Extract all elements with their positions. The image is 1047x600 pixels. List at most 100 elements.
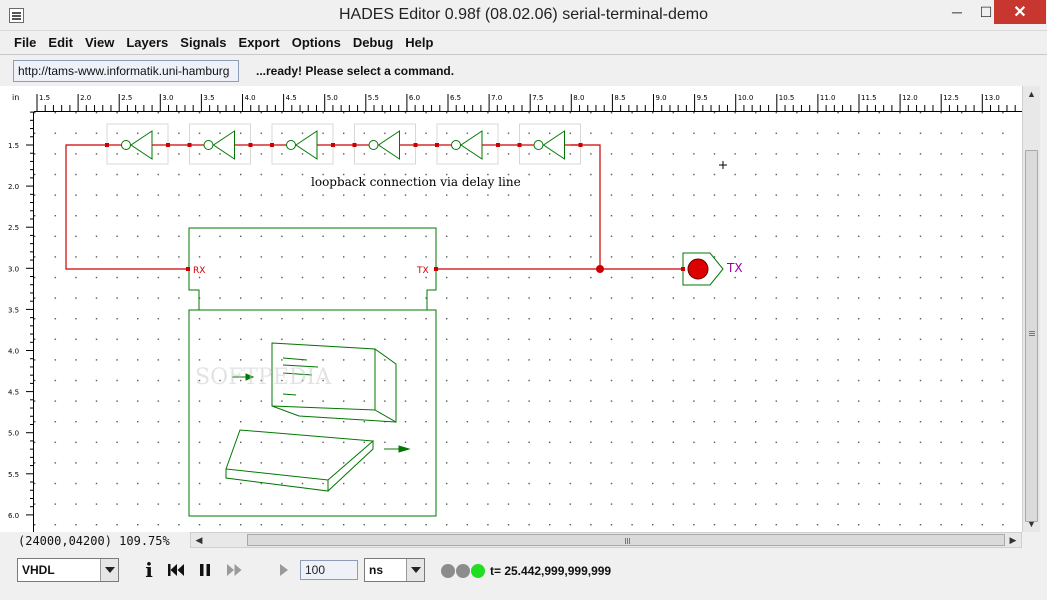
play-icon bbox=[280, 564, 288, 576]
watermark: SOFTPEDIA bbox=[195, 365, 332, 390]
menu-signals[interactable]: Signals bbox=[180, 34, 227, 50]
ruler-tick-label: 1.5 bbox=[39, 94, 50, 102]
window-title: HADES Editor 0.98f (08.02.06) serial-ter… bbox=[338, 6, 709, 23]
rx-label: RX bbox=[193, 266, 205, 276]
ruler-tick-label: 10.0 bbox=[738, 94, 754, 102]
menu-view[interactable]: View bbox=[84, 34, 115, 50]
wire-loopback-right bbox=[571, 144, 601, 269]
rx-pin[interactable] bbox=[186, 267, 190, 271]
pin[interactable] bbox=[270, 143, 274, 147]
annotation-text: loopback connection via delay line bbox=[311, 175, 521, 189]
menu-bar: File Edit View Layers Signals Export Opt… bbox=[0, 31, 1047, 54]
input-arrow-icon bbox=[232, 373, 255, 381]
vertical-scroll-thumb[interactable] bbox=[1025, 150, 1038, 522]
ruler-tick-label: 9.0 bbox=[656, 94, 667, 102]
status-led-gray-1 bbox=[441, 564, 455, 578]
menu-export[interactable]: Export bbox=[238, 34, 280, 50]
menu-debug[interactable]: Debug bbox=[352, 34, 394, 50]
ruler-tick-label: 6.0 bbox=[8, 512, 19, 520]
status-message: ...ready! Please select a command. bbox=[256, 64, 455, 78]
coords-readout: (24000,04200) 109.75% bbox=[18, 534, 170, 548]
chevron-down-icon[interactable] bbox=[100, 559, 118, 581]
ruler-tick-label: 4.5 bbox=[8, 389, 19, 397]
grid-dots bbox=[34, 112, 1022, 532]
simulation-controls: VHDL i 100 ns t= 25.442,999,999,999 bbox=[0, 548, 1047, 600]
ruler-tick-label: 11.0 bbox=[820, 94, 836, 102]
app-icon[interactable] bbox=[9, 8, 24, 23]
ruler-tick-label: 12.0 bbox=[902, 94, 918, 102]
step-time-input[interactable]: 100 bbox=[300, 560, 358, 580]
vertical-scrollbar[interactable]: ▲ ▼ bbox=[1022, 86, 1040, 532]
pin[interactable] bbox=[352, 143, 357, 147]
crosshair-cursor bbox=[719, 161, 727, 169]
serial-terminal-component[interactable] bbox=[188, 227, 437, 517]
info-button[interactable]: i bbox=[145, 558, 153, 582]
maximize-button[interactable]: ☐ bbox=[979, 3, 993, 20]
terminal-outline bbox=[188, 227, 437, 517]
tx-probe-component[interactable] bbox=[681, 252, 724, 286]
status-led-green bbox=[471, 564, 485, 578]
ruler-tick-label: 3.5 bbox=[8, 306, 19, 314]
ruler-tick-label: 3.0 bbox=[8, 265, 19, 273]
url-field[interactable]: http://tams-www.informatik.uni-hamburg bbox=[13, 60, 239, 82]
ruler-tick-label: 2.0 bbox=[80, 94, 91, 102]
fast-forward-button[interactable] bbox=[224, 560, 246, 580]
close-button[interactable]: ✕ bbox=[994, 0, 1046, 24]
ruler-tick-label: 2.5 bbox=[121, 94, 132, 102]
ruler-tick-label: 3.0 bbox=[162, 94, 173, 102]
tx-pin[interactable] bbox=[434, 267, 438, 271]
menu-file[interactable]: File bbox=[14, 34, 37, 50]
inverter-gate[interactable] bbox=[187, 123, 253, 165]
status-led-gray-2 bbox=[456, 564, 470, 578]
language-select[interactable]: VHDL bbox=[17, 558, 119, 582]
menu-options[interactable]: Options bbox=[291, 34, 341, 50]
scroll-down-arrow-icon[interactable]: ▼ bbox=[1027, 519, 1036, 529]
menu-help[interactable]: Help bbox=[405, 34, 434, 50]
ruler-tick-label: 5.0 bbox=[8, 430, 19, 438]
scroll-right-arrow-icon[interactable]: ▶ bbox=[1009, 535, 1017, 545]
horizontal-ruler bbox=[0, 86, 1022, 112]
rewind-icon bbox=[168, 564, 184, 576]
ruler-tick-label: 4.0 bbox=[8, 348, 19, 356]
ruler-tick-label: 7.0 bbox=[491, 94, 502, 102]
horizontal-scroll-thumb[interactable] bbox=[247, 534, 1005, 546]
ruler-unit: in bbox=[12, 93, 19, 102]
menu-edit[interactable]: Edit bbox=[48, 34, 73, 50]
wires bbox=[65, 144, 683, 270]
chevron-down-icon[interactable] bbox=[406, 559, 424, 581]
vertical-ruler-ticks: 1.52.02.53.03.54.04.55.05.56.0 bbox=[8, 111, 34, 520]
ruler-tick-label: 6.0 bbox=[409, 94, 420, 102]
ruler-tick-label: 2.0 bbox=[8, 183, 19, 191]
fast-forward-icon bbox=[227, 564, 242, 576]
pause-button[interactable] bbox=[194, 560, 216, 580]
title-bar: HADES Editor 0.98f (08.02.06) serial-ter… bbox=[0, 0, 1047, 31]
play-button[interactable] bbox=[273, 560, 295, 580]
scroll-left-arrow-icon[interactable]: ◀ bbox=[195, 535, 203, 545]
language-value: VHDL bbox=[22, 563, 55, 577]
ruler-tick-label: 8.0 bbox=[573, 94, 584, 102]
tx-label: TX bbox=[416, 266, 429, 276]
pause-icon bbox=[200, 564, 210, 576]
ruler-tick-label: 5.0 bbox=[327, 94, 338, 102]
ruler-tick-label: 5.5 bbox=[8, 471, 19, 479]
wire-junction bbox=[596, 265, 604, 273]
wire-loopback-left bbox=[65, 144, 189, 270]
toolbar: http://tams-www.informatik.uni-hamburg .… bbox=[0, 54, 1047, 86]
probe-pin[interactable] bbox=[681, 267, 685, 271]
ruler-tick-label: 12.5 bbox=[943, 94, 959, 102]
scroll-up-arrow-icon[interactable]: ▲ bbox=[1027, 89, 1036, 99]
pin[interactable] bbox=[517, 143, 522, 147]
ruler-tick-label: 7.5 bbox=[532, 94, 543, 102]
rewind-button[interactable] bbox=[165, 560, 187, 580]
ruler-tick-label: 10.5 bbox=[779, 94, 795, 102]
menu-layers[interactable]: Layers bbox=[126, 34, 169, 50]
minimize-button[interactable]: ─ bbox=[952, 4, 962, 20]
horizontal-scrollbar[interactable]: ◀ ▶ bbox=[190, 532, 1022, 548]
pin[interactable] bbox=[435, 143, 439, 147]
cursor-coordinates: (24000,04200) bbox=[18, 534, 112, 548]
time-unit-select[interactable]: ns bbox=[364, 558, 425, 582]
pin[interactable] bbox=[187, 143, 192, 147]
